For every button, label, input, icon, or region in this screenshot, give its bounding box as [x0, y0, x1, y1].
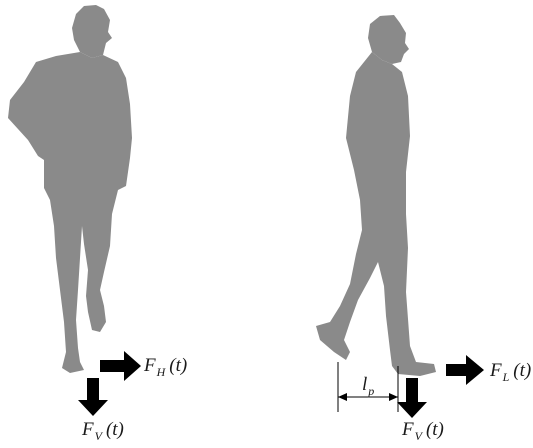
- fl-subscript: L: [502, 370, 510, 384]
- side-view-pedestrian: [316, 15, 436, 376]
- front-horizontal-force-arrow: [100, 351, 141, 381]
- fv-side-subscript: V: [414, 429, 422, 443]
- fh-argument: (t): [169, 355, 188, 376]
- side-vertical-force-label: FV(t): [402, 420, 444, 442]
- front-vertical-force-label: FV(t): [82, 420, 124, 442]
- step-length-arrowhead-right: [389, 393, 398, 401]
- fv-front-argument: (t): [105, 419, 124, 440]
- lp-symbol: l: [362, 374, 368, 395]
- fl-symbol: F: [490, 360, 502, 381]
- side-vertical-force-arrow: [397, 378, 427, 418]
- front-horizontal-force-label: FH(t): [144, 356, 187, 378]
- front-vertical-force-arrow: [78, 378, 108, 416]
- step-length-label: lp: [362, 375, 374, 397]
- fv-front-subscript: V: [94, 429, 102, 443]
- fl-argument: (t): [513, 360, 532, 381]
- step-length-arrowhead-left: [338, 393, 347, 401]
- lp-subscript: p: [368, 384, 375, 398]
- side-lateral-force-label: FL(t): [490, 361, 531, 383]
- side-lateral-force-arrow: [446, 355, 484, 385]
- fv-side-symbol: F: [402, 419, 414, 440]
- fv-front-symbol: F: [82, 419, 94, 440]
- front-view-pedestrian: [8, 5, 132, 373]
- fh-symbol: F: [144, 355, 156, 376]
- side-head: [368, 15, 409, 64]
- side-body: [316, 52, 436, 376]
- front-head: [72, 5, 112, 58]
- step-length-dimension: [337, 362, 399, 412]
- fh-subscript: H: [156, 365, 166, 379]
- fv-side-argument: (t): [425, 419, 444, 440]
- front-body: [8, 52, 132, 373]
